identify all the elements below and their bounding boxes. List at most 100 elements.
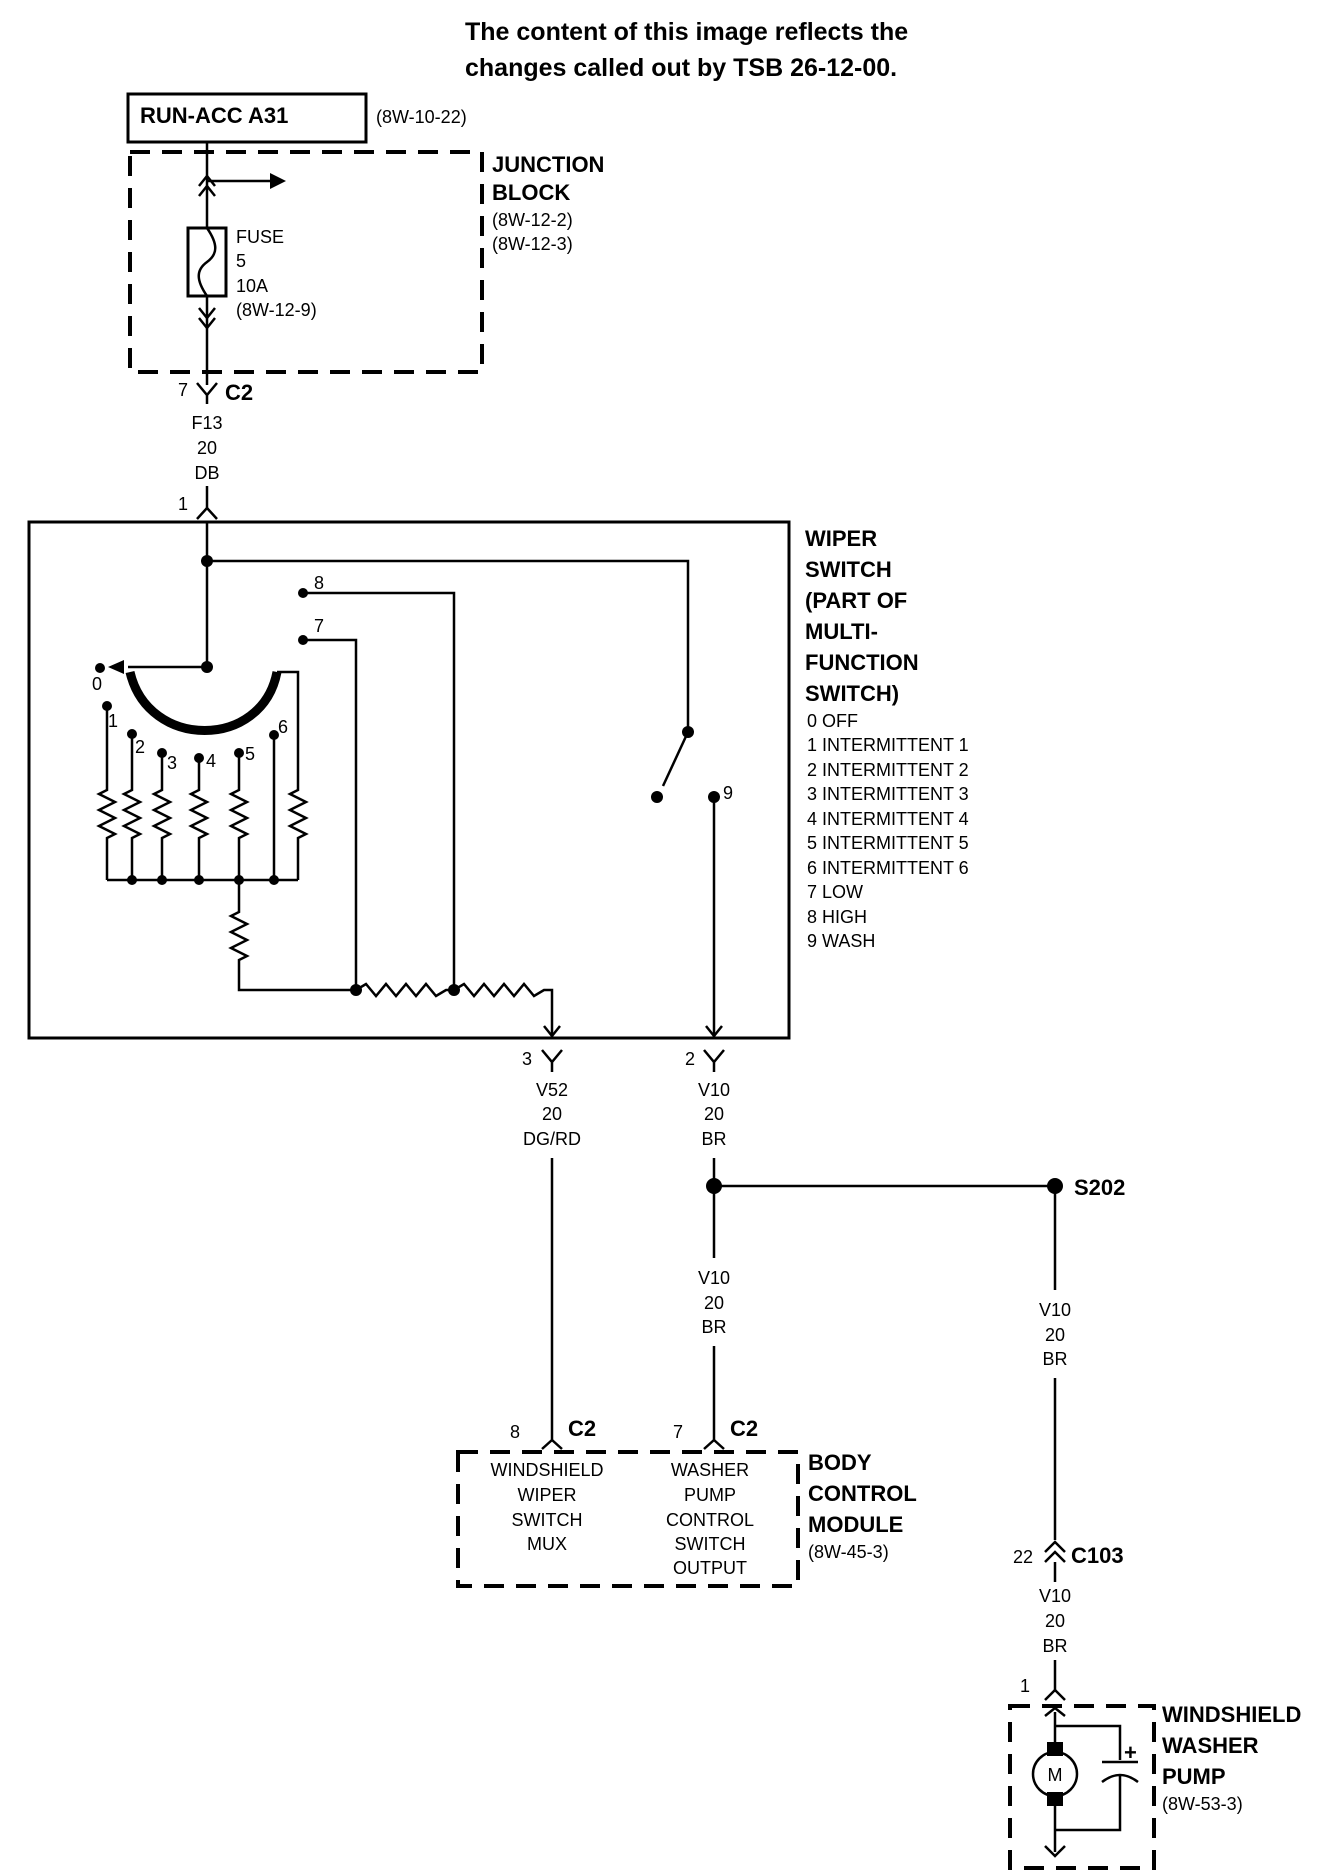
wire-v10-a-color: BR [701, 1129, 726, 1149]
jb-c2-connector: 7 C2 [178, 380, 253, 405]
c103-name: C103 [1071, 1543, 1124, 1568]
low-speed-resistor-icon [355, 982, 454, 998]
wire-v52-color: DG/RD [523, 1129, 581, 1149]
contact-0-dot [95, 663, 105, 673]
wire-f13-color: DB [194, 463, 219, 483]
bcm-input2-line2: PUMP [684, 1485, 736, 1505]
capacitor-bottom-wire [1055, 1776, 1122, 1832]
bcm-input2-line3: CONTROL [666, 1510, 754, 1530]
position-8: 8 HIGH [807, 907, 867, 927]
bcm-input2-line4: SWITCH [675, 1534, 746, 1554]
run-acc-label: RUN-ACC A31 [140, 103, 288, 128]
fuse-element-icon [197, 227, 217, 297]
position-6: 6 INTERMITTENT 6 [807, 858, 969, 878]
pump-ground-arrow-icon [1044, 1845, 1066, 1858]
tsb-note-line1: The content of this image reflects the [465, 18, 908, 46]
pump-title3: PUMP [1162, 1764, 1226, 1789]
junction-block-title2: BLOCK [492, 180, 570, 205]
fuse-top-connector-icon [198, 173, 216, 197]
bcm-conn8-pin: 8 [510, 1422, 520, 1442]
jb-c2-connector-icon [196, 382, 218, 404]
wiper-switch-title-1: WIPER [805, 526, 877, 551]
series-resistor-icon [228, 880, 356, 992]
wash-switch-contact-dot [651, 791, 663, 803]
contact-label-7: 7 [314, 616, 324, 636]
junction-block-ref1: (8W-12-2) [492, 210, 573, 230]
wire-v10-switch-out: 2 V10 20 BR [685, 1049, 730, 1186]
contact-label-3: 3 [167, 753, 177, 773]
contact-label-5: 5 [245, 744, 255, 764]
wiper-switch: 1 WIPER SWITCH (PART OF MULTI- FUNCTION … [27, 494, 969, 1040]
tsb-note-line2: changes called out by TSB 26-12-00. [465, 54, 897, 82]
bcm-input1-line2: WIPER [517, 1485, 576, 1505]
wire-v10-c-color: BR [1042, 1349, 1067, 1369]
bcm-conn8-name: C2 [568, 1416, 596, 1441]
pin2-arrow-icon [705, 1025, 723, 1039]
pin3-arrow-icon [543, 1025, 561, 1039]
run-acc-source: RUN-ACC A31 (8W-10-22) [126, 92, 467, 144]
wire-v10-to-bcm: V10 20 BR [698, 1186, 730, 1440]
wire-v10-b-color: BR [701, 1317, 726, 1337]
wiper-switch-title-2: SWITCH [805, 557, 892, 582]
bcm-input1-line4: MUX [527, 1534, 567, 1554]
c103-connector: 22 C103 V10 20 BR [1013, 1540, 1124, 1692]
wiper-switch-title-4: MULTI- [805, 619, 878, 644]
junction-block-outline [128, 150, 484, 374]
ladder-node-3 [157, 875, 167, 885]
fuse-bottom-connector-icon [198, 307, 216, 331]
wiper-pin3-connector-icon [541, 1049, 563, 1072]
splice-s202: S202 [706, 1175, 1125, 1200]
bcm-title2: CONTROL [808, 1481, 917, 1506]
contact-label-4: 4 [206, 751, 216, 771]
jb-c2-name: C2 [225, 380, 253, 405]
contact-label-2: 2 [135, 737, 145, 757]
windshield-washer-pump: 1 M + WINDSHIELD WASHER PUMP (8W-53-3) [1008, 1676, 1301, 1870]
junction-block-title1: JUNCTION [492, 152, 604, 177]
wash-feed-wire [207, 559, 690, 732]
wire-v10-to-c103: V10 20 BR [1039, 1186, 1071, 1540]
c103-pin: 22 [1013, 1547, 1033, 1567]
resistor-2-icon [121, 734, 143, 880]
resistor-4-icon [188, 758, 210, 880]
resistor-5-icon [228, 753, 250, 880]
pump-title2: WASHER [1162, 1733, 1259, 1758]
wiper-switch-title-6: SWITCH) [805, 681, 899, 706]
position-4: 4 INTERMITTENT 4 [807, 809, 969, 829]
bcm-input2-line5: OUTPUT [673, 1558, 747, 1578]
ladder-node-6 [269, 875, 279, 885]
wiper-contact-arc [125, 670, 282, 735]
resistor-1-icon [96, 706, 118, 880]
wiper-switch-outline [27, 520, 791, 1040]
pump-title1: WINDSHIELD [1162, 1702, 1301, 1727]
c103-connector-icon [1044, 1540, 1066, 1563]
contact-label-1: 1 [108, 711, 118, 731]
wire-v10-d-color: BR [1042, 1636, 1067, 1656]
position-0: 0 OFF [807, 711, 858, 731]
jb-c2-pin: 7 [178, 380, 188, 400]
resistor-3-icon [151, 753, 173, 880]
wire-v10-a-gauge: 20 [704, 1104, 724, 1124]
contact-label-6: 6 [278, 717, 288, 737]
fuse-rating: 10A [236, 276, 268, 296]
wire-v10-b-gauge: 20 [704, 1293, 724, 1313]
pump-pin: 1 [1020, 1676, 1030, 1696]
run-acc-box [126, 92, 368, 144]
wire-v10-d-gauge: 20 [1045, 1611, 1065, 1631]
wire-v52-circuit: V52 [536, 1080, 568, 1100]
resistor-ladder [96, 670, 356, 992]
motor-brush-bottom-icon [1047, 1792, 1063, 1806]
pump-ref: (8W-53-3) [1162, 1794, 1243, 1814]
wiper-switch-title-5: FUNCTION [805, 650, 919, 675]
pump-outline [1008, 1704, 1156, 1870]
wire-v10-b-circuit: V10 [698, 1268, 730, 1288]
bcm-conn7-name: C2 [730, 1416, 758, 1441]
pump-pin-connector-icon [1044, 1688, 1066, 1701]
wiper-pin3-label: 3 [522, 1049, 532, 1069]
ladder-node-2 [127, 875, 137, 885]
high-wire [303, 591, 456, 990]
position-9: 9 WASH [807, 931, 875, 951]
contact-label-9: 9 [723, 783, 733, 803]
body-control-module: 8 C2 7 C2 WINDSHIELD WIPER SWITCH MUX WA… [456, 1416, 917, 1588]
resistor-6-icon [277, 670, 309, 880]
low-wire [303, 638, 358, 990]
